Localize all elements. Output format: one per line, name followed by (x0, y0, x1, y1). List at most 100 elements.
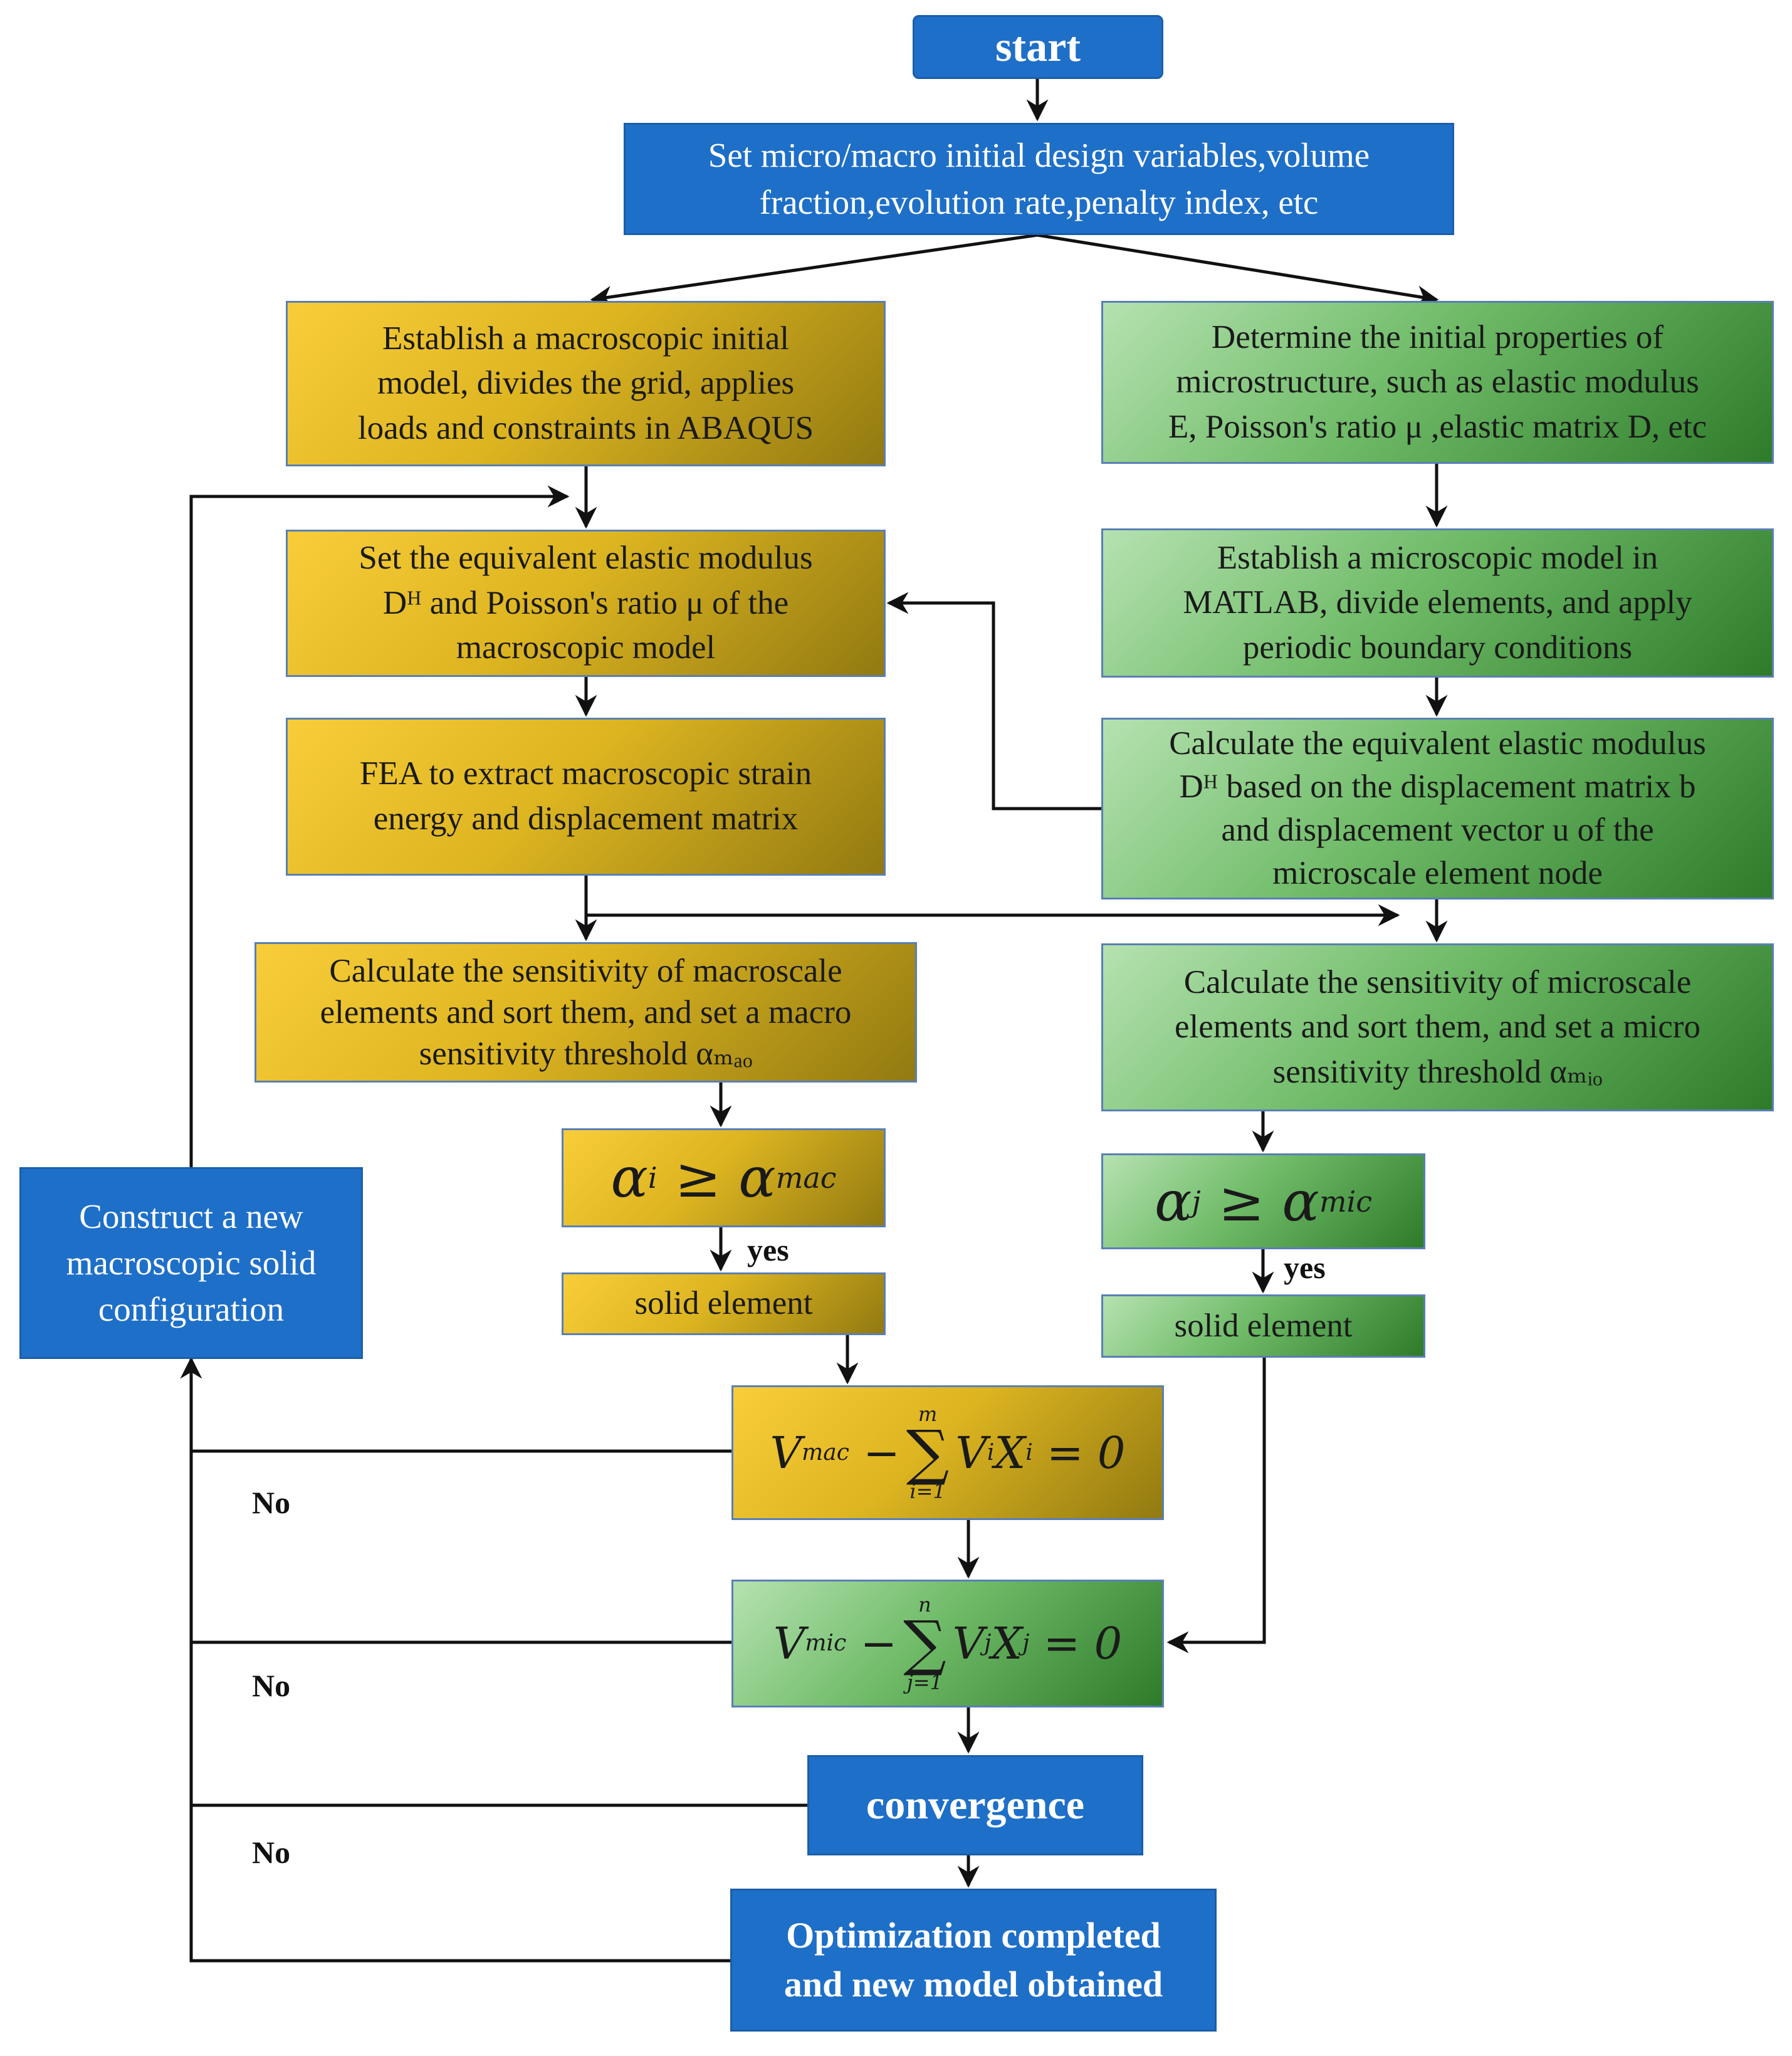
yes-label-micro: yes (1284, 1250, 1326, 1285)
macro-sens-line-1: Calculate the sensitivity of macroscale (329, 952, 842, 989)
micro-model-node: Establish a microscopic model in MATLAB,… (1101, 528, 1774, 678)
micro-props-line-1: Determine the initial properties of (1211, 318, 1664, 355)
macro-vol-minus: − (849, 1427, 900, 1479)
macro-sens-line-3: sensitivity threshold αₘₐₒ (419, 1036, 753, 1073)
micro-props-line-3: E, Poisson's ratio μ ,elastic matrix D, … (1168, 408, 1707, 445)
micro-cond-lhs-sub: j (1192, 1184, 1201, 1219)
set-equiv-line-3: macroscopic model (456, 629, 716, 666)
line-done-back (189, 1451, 730, 1963)
micro-vol-term-x: X (991, 1618, 1023, 1669)
micro-properties-node: Determine the initial properties of micr… (1101, 301, 1774, 464)
macro-cond-lhs-sub: i (647, 1161, 658, 1195)
fea-line-1: FEA to extract macroscopic strain (359, 755, 812, 792)
macro-vol-v: V (770, 1427, 802, 1479)
macro-solid-label: solid element (634, 1285, 813, 1322)
macro-vol-term-v: V (955, 1427, 987, 1479)
macro-model-line-3: loads and constraints in ABAQUS (357, 409, 814, 446)
done-line-1: Optimization completed (786, 1914, 1161, 1956)
calc-equiv-line-2: Dᴴ based on the displacement matrix b (1179, 768, 1696, 805)
micro-cond-rhs: α (1282, 1168, 1319, 1234)
macro-sensitivity-node: Calculate the sensitivity of macroscale … (254, 942, 917, 1083)
macro-solid-element-node: solid element (562, 1272, 886, 1335)
no-label-2: No (252, 1668, 291, 1703)
init-design-variables-node: Set micro/macro initial design variables… (624, 123, 1454, 235)
convergence-node: convergence (807, 1755, 1143, 1855)
micro-vol-sum-upper: n (918, 1593, 931, 1617)
done-line-2: and new model obtained (783, 1964, 1163, 2005)
micro-vol-rest: = 0 (1029, 1618, 1123, 1669)
micro-props-line-2: microstructure, such as elastic modulus (1176, 364, 1699, 401)
yes-label-macro: yes (747, 1232, 789, 1267)
macro-cond-rhs: α (738, 1145, 776, 1210)
start-label: start (995, 23, 1081, 71)
no-label-1: No (252, 1485, 291, 1520)
micro-cond-rhs-sub: mic (1319, 1184, 1372, 1219)
micro-vol-term-x-sub: j (1022, 1630, 1030, 1656)
construct-line-2: macroscopic solid (66, 1243, 317, 1282)
macro-vol-rest: = 0 (1032, 1427, 1126, 1479)
micro-model-line-2: MATLAB, divide elements, and apply (1183, 584, 1692, 621)
macro-vol-v-sub: mac (802, 1439, 849, 1466)
set-equivalent-modulus-node: Set the equivalent elastic modulus Dᴴ an… (286, 530, 886, 677)
start-node: start (913, 15, 1163, 79)
micro-solid-label: solid element (1174, 1307, 1353, 1344)
macro-sens-line-2: elements and sort them, and set a macro (320, 994, 852, 1031)
micro-model-line-1: Establish a microscopic model in (1217, 539, 1658, 576)
construct-line-3: configuration (98, 1290, 285, 1329)
arrow-no-to-construct (180, 1356, 731, 1453)
micro-cond-lhs: α (1155, 1168, 1192, 1234)
micro-vol-v: V (773, 1618, 805, 1669)
arrow-feedback-to-set-equiv (189, 485, 570, 1167)
macro-vol-sum-symbol: ∑ (906, 1417, 950, 1487)
micro-vol-term-v-sub: j (984, 1630, 992, 1656)
micro-sens-line-3: sensitivity threshold αₘᵢₒ (1272, 1053, 1603, 1090)
macro-vol-sum: m ∑ i=1 (906, 1404, 950, 1501)
micro-vol-v-sub: mic (805, 1630, 847, 1656)
optimization-completed-node: Optimization completed and new model obt… (730, 1889, 1217, 2032)
micro-vol-term-v: V (952, 1618, 985, 1669)
arrow-calc-equiv-to-set-equiv (886, 592, 1101, 810)
micro-sensitivity-node: Calculate the sensitivity of microscale … (1101, 943, 1774, 1111)
micro-sens-line-1: Calculate the sensitivity of microscale (1183, 963, 1692, 1000)
macro-cond-lhs: α (610, 1145, 648, 1210)
set-equiv-line-2: Dᴴ and Poisson's ratio μ of the (382, 584, 789, 621)
macro-cond-op: ≥ (657, 1145, 739, 1210)
macro-vol-term-x-sub: i (1025, 1439, 1033, 1466)
fea-node: FEA to extract macroscopic strain energy… (286, 718, 886, 876)
arrow-init-to-micro-props (1037, 233, 1439, 308)
macro-model-node: Establish a macroscopic initial model, d… (286, 301, 886, 466)
fea-line-2: energy and displacement matrix (373, 800, 799, 837)
macro-vol-term-x: X (994, 1427, 1026, 1479)
macro-model-line-1: Establish a macroscopic initial (382, 320, 790, 357)
macro-vol-sum-upper: m (918, 1402, 938, 1426)
construct-new-configuration-node: Construct a new macroscopic solid config… (19, 1167, 363, 1359)
macro-cond-rhs-sub: mac (775, 1161, 837, 1195)
macro-vol-term-v-sub: i (987, 1439, 995, 1466)
calc-equivalent-modulus-node: Calculate the equivalent elastic modulus… (1101, 718, 1774, 900)
init-line-1: Set micro/macro initial design variables… (708, 136, 1370, 175)
micro-vol-sum-symbol: ∑ (903, 1608, 946, 1679)
init-line-2: fraction,evolution rate,penalty index, e… (759, 182, 1319, 221)
micro-solid-element-node: solid element (1101, 1294, 1425, 1358)
micro-vol-minus: − (846, 1618, 898, 1669)
convergence-label: convergence (866, 1782, 1085, 1828)
micro-vol-sum-lower: j=1 (906, 1670, 943, 1694)
construct-line-1: Construct a new (79, 1197, 303, 1235)
calc-equiv-line-3: and displacement vector u of the (1221, 812, 1654, 848)
calc-equiv-line-1: Calculate the equivalent elastic modulus (1169, 725, 1706, 762)
micro-vol-sum: n ∑ j=1 (903, 1595, 946, 1692)
macro-model-line-2: model, divides the grid, applies (377, 365, 795, 402)
set-equiv-line-1: Set the equivalent elastic modulus (359, 540, 813, 577)
calc-equiv-line-4: microscale element node (1272, 854, 1603, 891)
micro-cond-op: ≥ (1200, 1168, 1282, 1234)
micro-sens-line-2: elements and sort them, and set a micro (1175, 1009, 1700, 1046)
micro-model-line-3: periodic boundary conditions (1242, 629, 1633, 666)
arrow-init-to-macro-model (590, 233, 1038, 308)
arrow-micro-solid-to-micro-vol (1166, 1358, 1266, 1654)
no-label-3: No (252, 1835, 291, 1870)
